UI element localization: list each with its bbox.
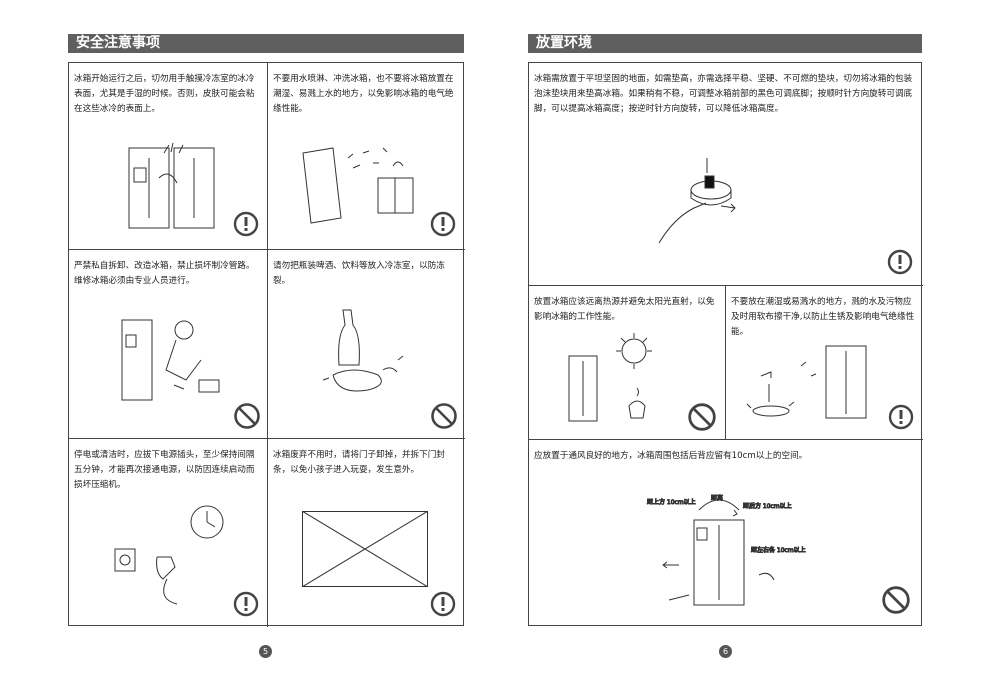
ventilation-clearance-illustration: 距离 距上方 10cm以上 距后方 10cm以上 距左右各 10cm以上 [647, 494, 806, 606]
caution-icon [233, 211, 259, 237]
placement-cell-2: 放置冰箱应该远离热源并避免太阳光直射，以免影响冰箱的工作性能。 [529, 285, 726, 439]
fridge-touch-illustration [128, 142, 215, 229]
page-number: 6 [719, 645, 732, 658]
clearance-label-left: 距上方 10cm以上 [647, 498, 696, 506]
cell-text: 请勿把瓶装啤酒、饮料等放入冷冻室，以防冻裂。 [273, 261, 445, 286]
placement-cell-1: 冰箱需放置于平坦坚固的地面，如需垫高，亦需选择平稳、坚硬、不可燃的垫块，切勿将冰… [529, 63, 923, 285]
unplug-clock-illustration [114, 505, 224, 605]
clearance-label-right-bottom: 距左右各 10cm以上 [751, 546, 806, 554]
disassembly-illustration [121, 319, 220, 401]
clearance-label-right-top: 距后方 10cm以上 [743, 502, 792, 510]
safety-cell-1: 冰箱开始运行之后，切勿用手触摸冷冻室的冰冷表面，尤其是手湿的时候。否则，皮肤可能… [69, 63, 268, 249]
placement-cell-3: 不要放在潮湿或易溅水的地方，溅的水及污物应及时用软布擦干净,以防止生锈及影响电气… [725, 285, 923, 439]
safety-grid: 冰箱开始运行之后，切勿用手触摸冷冻室的冰冷表面，尤其是手湿的时候。否则，皮肤可能… [68, 62, 465, 627]
cell-text: 冰箱需放置于平坦坚固的地面，如需垫高，亦需选择平稳、坚硬、不可燃的垫块，切勿将冰… [534, 74, 913, 114]
caution-icon [430, 591, 456, 617]
broken-bottle-illustration [322, 309, 404, 392]
heat-source-illustration [568, 333, 652, 422]
adjustable-foot-illustration [658, 158, 736, 244]
section-title-text: 放置环境 [536, 35, 592, 51]
cell-text: 冰箱开始运行之后，切勿用手触摸冷冻室的冰冷表面，尤其是手湿的时候。否则，皮肤可能… [74, 74, 255, 114]
splash-water-illustration [746, 345, 867, 419]
caution-icon [430, 211, 456, 237]
caution-icon [888, 404, 914, 430]
placement-grid: 冰箱需放置于平坦坚固的地面，如需垫高，亦需选择平稳、坚硬、不可燃的垫块，切勿将冰… [528, 62, 923, 627]
section-title-placement: 放置环境 [528, 34, 922, 53]
cell-text: 冰箱废弃不用时，请将门子卸掉，并拆下门封条，以免小孩子进入玩耍，发生意外。 [273, 450, 445, 475]
safety-cell-2: 不要用水喷淋、冲洗冰箱，也不要将冰箱放置在潮湿、易溅上水的地方，以免影响冰箱的电… [267, 63, 465, 249]
safety-cell-6: 冰箱废弃不用时，请将门子卸掉，并拆下门封条，以免小孩子进入玩耍，发生意外。 [267, 438, 465, 627]
cell-text: 停电或清洁时，应拔下电源插头，至少保持间隔五分钟，才能再次接通电源，以防因连续启… [74, 450, 255, 490]
section-title-text: 安全注意事项 [76, 35, 160, 51]
clearance-label-top: 距离 [711, 494, 723, 502]
cell-text: 应放置于通风良好的地方，冰箱周围包括后背应留有10cm以上的空间。 [534, 451, 808, 461]
cell-text: 不要用水喷淋、冲洗冰箱，也不要将冰箱放置在潮湿、易溅上水的地方，以免影响冰箱的电… [273, 74, 454, 114]
safety-cell-3: 严禁私自拆卸、改造冰箱，禁止损坏制冷管路。维修冰箱必须由专业人员进行。 [69, 249, 268, 438]
section-title-safety: 安全注意事项 [68, 34, 464, 53]
prohibited-icon [234, 403, 260, 429]
placement-cell-4: 应放置于通风良好的地方，冰箱周围包括后背应留有10cm以上的空间。 距离 距上方… [529, 439, 923, 627]
image-placeholder [302, 511, 428, 587]
cell-text: 放置冰箱应该远离热源并避免太阳光直射，以免影响冰箱的工作性能。 [534, 297, 715, 322]
caution-icon [233, 591, 259, 617]
safety-cell-4: 请勿把瓶装啤酒、饮料等放入冷冻室，以防冻裂。 [267, 249, 465, 438]
prohibited-icon [882, 586, 910, 614]
cell-text: 不要放在潮湿或易溅水的地方，溅的水及污物应及时用软布擦干净,以防止生锈及影响电气… [731, 297, 915, 337]
safety-cell-5: 停电或清洁时，应拔下电源插头，至少保持间隔五分钟，才能再次接通电源，以防因连续启… [69, 438, 268, 627]
cell-text: 严禁私自拆卸、改造冰箱，禁止损坏制冷管路。维修冰箱必须由专业人员进行。 [74, 261, 255, 286]
prohibited-icon [431, 403, 457, 429]
water-spray-illustration [302, 147, 414, 224]
prohibited-icon [688, 403, 716, 431]
caution-icon [887, 249, 913, 275]
page-number: 5 [259, 645, 272, 658]
